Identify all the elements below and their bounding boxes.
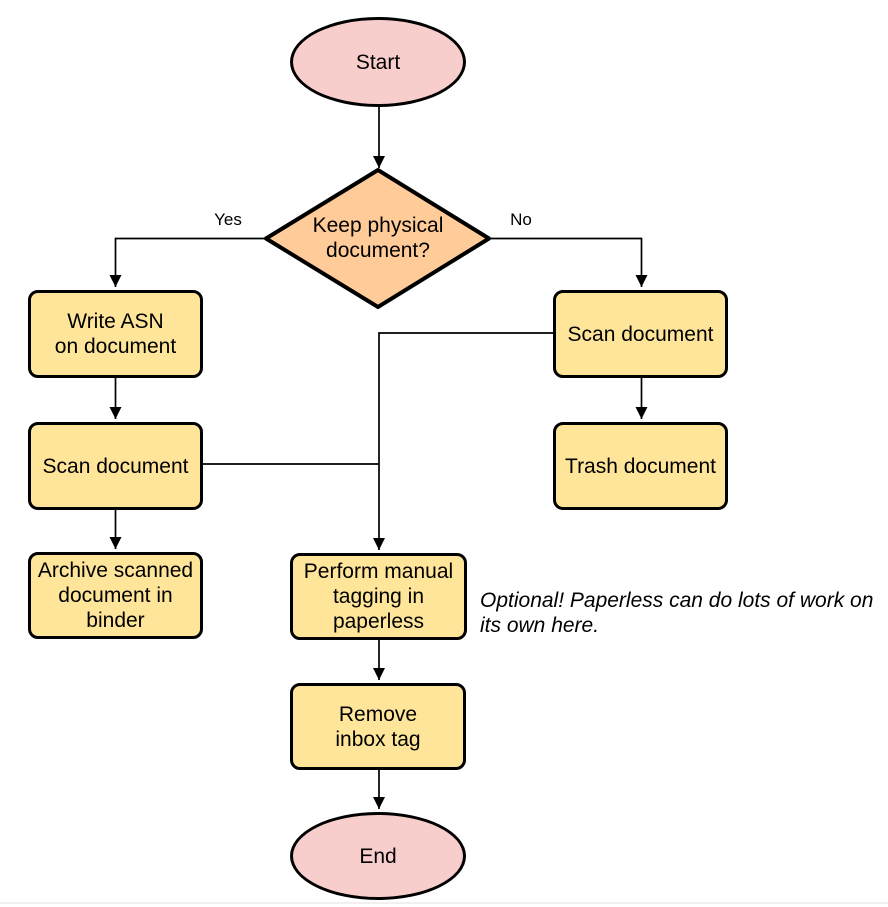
node-manual-tagging-label: Perform manual tagging in paperless (303, 560, 454, 633)
node-decision-label: Keep physical document? (312, 214, 444, 262)
edge-decision-yes-to-write-asn (109, 237, 266, 287)
node-remove-inbox-tag: Remove inbox tag (290, 683, 466, 770)
node-trash-document: Trash document (553, 422, 728, 510)
node-remove-inbox-tag-label: Remove inbox tag (335, 702, 421, 751)
node-scan-document-left: Scan document (28, 422, 203, 510)
node-scan-document-right-label: Scan document (567, 322, 714, 346)
node-archive-binder: Archive scanned document in binder (28, 552, 203, 639)
node-manual-tagging: Perform manual tagging in paperless (290, 553, 467, 640)
node-scan-document-left-label: Scan document (42, 454, 189, 478)
node-start-label: Start (355, 50, 401, 74)
node-trash-document-label: Trash document (565, 454, 716, 478)
decision-diamond-shape (264, 168, 491, 309)
node-write-asn-label: Write ASN on document (54, 310, 177, 358)
node-write-asn: Write ASN on document (28, 290, 203, 378)
node-end: End (290, 812, 466, 900)
node-archive-binder-label: Archive scanned document in binder (37, 559, 194, 632)
note-optional: Optional! Paperless can do lots of work … (480, 589, 874, 637)
edge-label-no: No (510, 210, 532, 229)
page-bottom-divider (0, 902, 888, 904)
node-scan-document-right: Scan document (553, 290, 728, 378)
edge-label-yes: Yes (214, 210, 242, 229)
node-end-label: End (359, 844, 397, 868)
edge-decision-no-to-scan-right (489, 237, 648, 287)
edge-scan-right-to-tagging (373, 332, 553, 550)
node-start: Start (290, 17, 466, 107)
